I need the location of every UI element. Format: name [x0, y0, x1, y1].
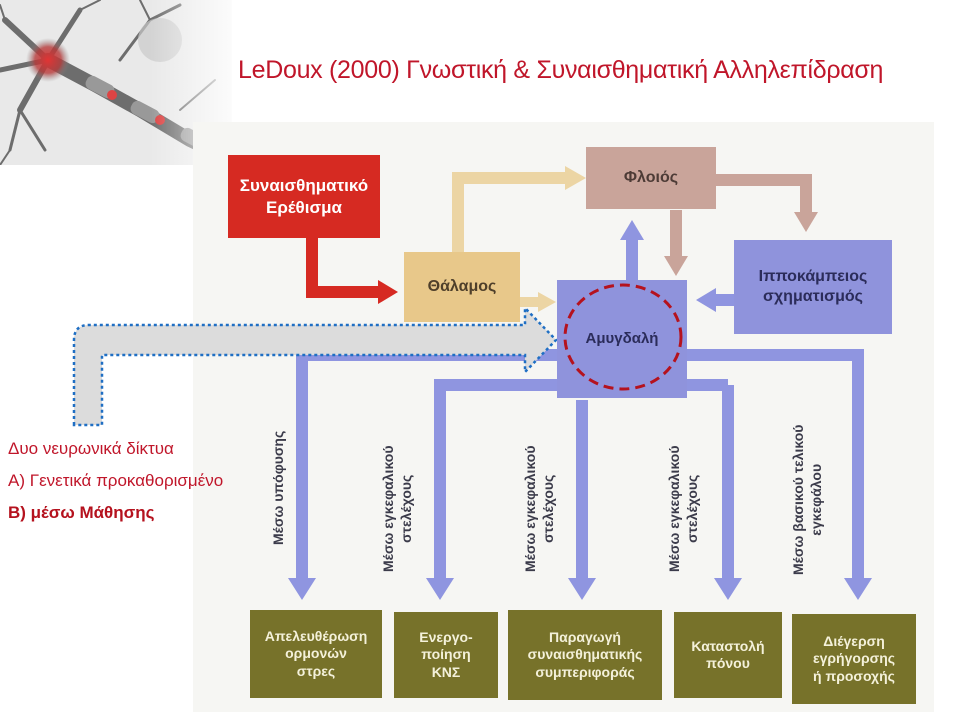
cortex-node: Φλοιός: [586, 147, 716, 209]
note-genetic: Α) Γενετικά προκαθορισμένο: [8, 471, 224, 490]
neuron-illustration: [0, 0, 232, 165]
output-1-line2: ορμονών: [285, 645, 347, 662]
pathway-label-4: Μέσω εγκεφαλικού στελέχους: [666, 446, 701, 573]
pathway-label-2: Μέσω εγκεφαλικού στελέχους: [380, 446, 415, 573]
output-2-line1: Ενεργο-: [419, 628, 473, 645]
thalamus-node: Θάλαμος: [404, 252, 520, 322]
output-2-line2: ποίηση: [421, 646, 471, 663]
pathway-label-5: Μέσω βασικού τελικού εγκεφάλου: [790, 425, 825, 575]
pathway-arrowhead-3: [568, 578, 596, 600]
note-learning: Β) μέσω Μάθησης: [8, 503, 155, 522]
hippocampus-node: Ιπποκάμπειος σχηματισμός: [734, 240, 892, 334]
pathway-arrowhead-5: [844, 578, 872, 600]
learning-pathway-arrow: [72, 304, 558, 427]
pathway-arrowhead-4: [714, 578, 742, 600]
pathway-label-5-line2: εγκεφάλου: [807, 463, 824, 536]
output-5-line2: εγρήγορσης: [812, 650, 896, 667]
emotional-stimulus-node: Συναισθηματικό Ερέθισμα: [228, 155, 380, 238]
output-emotional-behavior: Παραγωγή συναισθηματικής συμπεριφοράς: [508, 610, 662, 700]
pathway-label-1: Μέσω υπόφυσης: [270, 431, 288, 545]
thalamus-to-cortex-arrow: [452, 172, 565, 252]
emotional-stimulus-line2: Ερέθισμα: [266, 197, 342, 217]
pathway-label-4-line2: στελέχους: [683, 474, 700, 543]
output-pain-suppression: Καταστολή πόνου: [674, 612, 782, 698]
slide-title: LeDoux (2000) Γνωστική & Συναισθηματική …: [238, 56, 884, 84]
pathway-arrowhead-2: [426, 578, 454, 600]
output-3-line2: συναισθηματικής: [527, 646, 643, 663]
emotional-stimulus-line1: Συναισθηματικό: [239, 176, 369, 196]
amygdala-highlight-circle: [563, 283, 683, 391]
output-4-line1: Καταστολή: [691, 637, 765, 654]
hippocampus-line2: σχηματισμός: [763, 288, 863, 305]
output-5-line3: ή προσοχής: [813, 667, 895, 684]
output-1-line1: Απελευθέρωση: [264, 627, 368, 644]
cortex-label: Φλοιός: [623, 169, 679, 186]
output-3-line1: Παραγωγή: [549, 628, 621, 645]
output-2-line3: ΚΝΣ: [431, 663, 461, 680]
note-two-networks: Δυο νευρωνικά δίκτυα: [8, 439, 174, 458]
output-cns-activation: Ενεργο- ποίηση ΚΝΣ: [394, 612, 498, 698]
output-4-line2: πόνου: [706, 655, 750, 671]
output-arousal-attention: Διέγερση εγρήγορσης ή προσοχής: [792, 614, 916, 704]
pathway-label-3: Μέσω εγκεφαλικού στελέχους: [522, 446, 557, 573]
pathway-arrowhead-1: [288, 578, 316, 600]
pathway-label-3-line1: Μέσω εγκεφαλικού: [522, 445, 538, 573]
pathway-label-2-line2: στελέχους: [397, 474, 414, 543]
pathway-label-1-line1: Μέσω υπόφυσης: [270, 430, 286, 545]
stimulus-to-thalamus-arrow: [306, 238, 380, 298]
hippocampus-line1: Ιπποκάμπειος: [758, 268, 868, 285]
pathway-label-2-line1: Μέσω εγκεφαλικού: [380, 445, 396, 573]
pathway-label-4-line1: Μέσω εγκεφαλικού: [666, 445, 682, 573]
amygdala-label: Αμυγδαλή: [585, 329, 659, 347]
cortex-to-hippocampus-arrow: [716, 174, 812, 212]
thalamus-label: Θάλαμος: [427, 278, 497, 295]
pathway-label-3-line2: στελέχους: [539, 474, 556, 543]
output-5-line1: Διέγερση: [823, 632, 885, 649]
output-stress-hormones: Απελευθέρωση ορμονών στρες: [250, 610, 382, 698]
output-3-line3: συμπεριφοράς: [535, 663, 635, 680]
output-1-line3: στρες: [296, 662, 336, 679]
pathway-label-5-line1: Μέσω βασικού τελικού: [790, 424, 806, 575]
